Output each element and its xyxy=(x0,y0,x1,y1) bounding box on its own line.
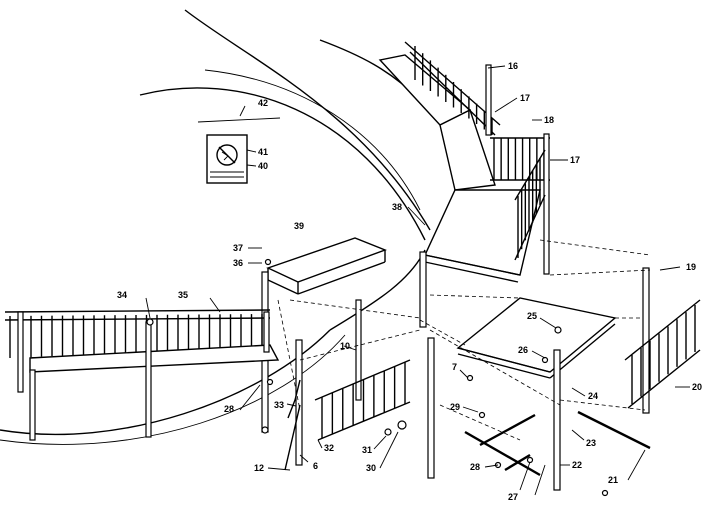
warning-sign xyxy=(197,117,281,184)
callout-7: 7 xyxy=(452,362,457,372)
hardware xyxy=(146,258,609,497)
callout-27: 27 xyxy=(508,492,518,502)
callout-41: 41 xyxy=(258,147,268,157)
callout-16: 16 xyxy=(508,61,518,71)
callout-22: 22 xyxy=(572,460,582,470)
pool-wall xyxy=(0,9,431,445)
callout-12: 12 xyxy=(254,463,264,473)
callout-17: 17 xyxy=(520,93,530,103)
callout-6: 6 xyxy=(313,461,318,471)
callout-26: 26 xyxy=(518,345,528,355)
upper-deck xyxy=(378,54,541,283)
callout-42: 42 xyxy=(258,98,268,108)
callout-28: 28 xyxy=(470,462,480,472)
stair-rail-10 xyxy=(295,339,411,466)
callout-30: 30 xyxy=(366,463,376,473)
callout-labels: 16 17 18 17 42 41 40 39 38 37 36 35 34 1… xyxy=(117,61,702,502)
leader-lines xyxy=(145,65,690,496)
right-rail-20 xyxy=(624,299,701,409)
callout-37: 37 xyxy=(233,243,243,253)
callout-38: 38 xyxy=(392,202,402,212)
callout-23: 23 xyxy=(586,438,596,448)
callout-39: 39 xyxy=(294,221,304,231)
callout-32: 32 xyxy=(324,443,334,453)
callout-29: 29 xyxy=(450,402,460,412)
callout-24: 24 xyxy=(588,391,598,401)
callout-40: 40 xyxy=(258,161,268,171)
assembly-lines xyxy=(277,239,651,441)
callout-10: 10 xyxy=(340,341,350,351)
upper-back-rail xyxy=(404,41,501,136)
callout-17b: 17 xyxy=(570,155,580,165)
front-deck-25 xyxy=(456,297,617,379)
rail-17 xyxy=(514,149,546,261)
callout-35: 35 xyxy=(178,290,188,300)
left-rail-35 xyxy=(4,309,280,441)
callout-34: 34 xyxy=(117,290,127,300)
callout-21: 21 xyxy=(608,475,618,485)
callout-25: 25 xyxy=(527,311,537,321)
callout-33: 33 xyxy=(274,400,284,410)
callout-20: 20 xyxy=(692,382,702,392)
callout-31: 31 xyxy=(362,445,372,455)
no-diving-sign-icon xyxy=(221,151,229,161)
callout-28b: 28 xyxy=(224,404,234,414)
callout-19: 19 xyxy=(686,262,696,272)
callout-18: 18 xyxy=(544,115,554,125)
callout-36: 36 xyxy=(233,258,243,268)
